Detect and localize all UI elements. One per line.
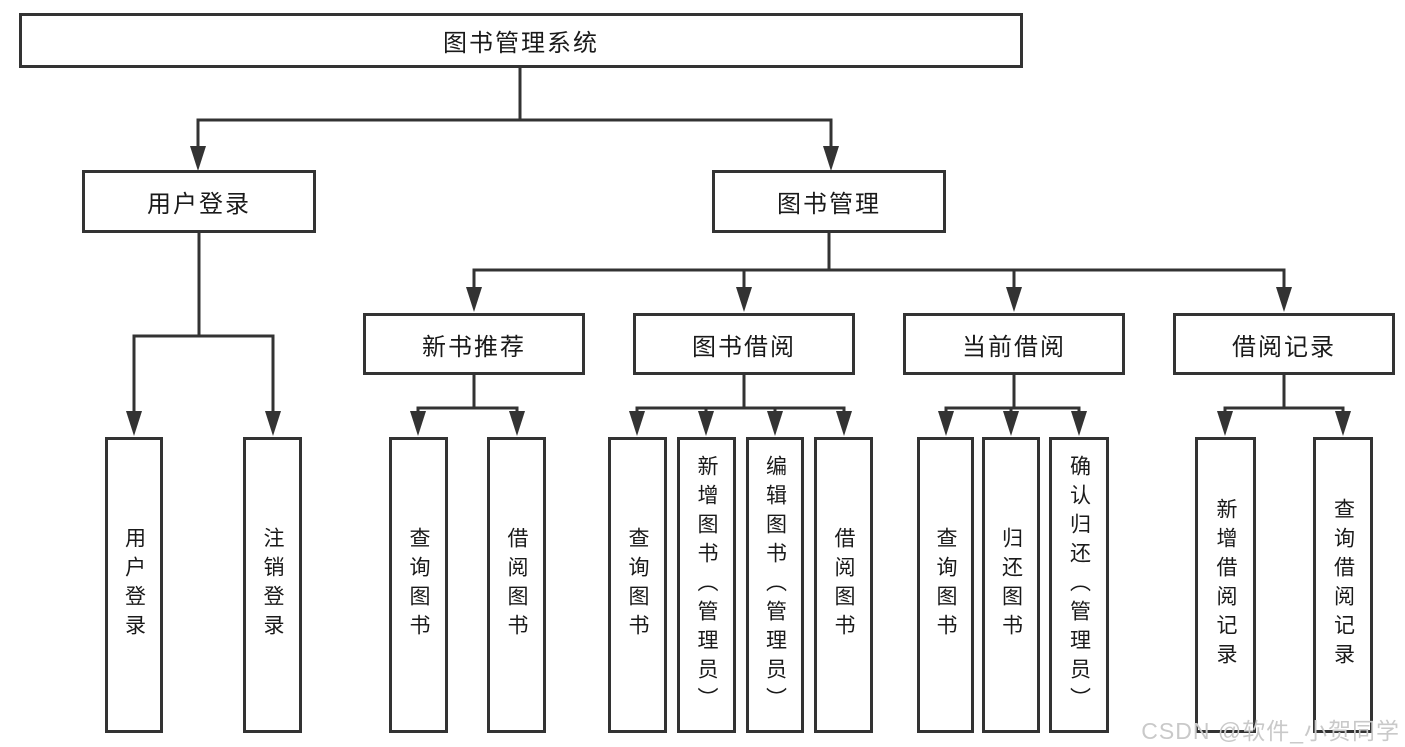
node-user-login: 用户登录 [82, 170, 316, 233]
node-leaf-borrow-books: 借阅图书 [814, 437, 873, 733]
node-current-borrowing: 当前借阅 [903, 313, 1125, 375]
csdn-watermark: CSDN @软件_小贺同学 [1141, 718, 1400, 744]
arrowheads [126, 146, 1351, 436]
node-leaf-return-books: 归还图书 [982, 437, 1040, 733]
node-borrowing-records: 借阅记录 [1173, 313, 1395, 375]
node-leaf-borrow-books-recommend: 借阅图书 [487, 437, 546, 733]
node-leaf-add-borrow-record: 新增借阅记录 [1195, 437, 1256, 733]
node-new-book-recommendation: 新书推荐 [363, 313, 585, 375]
node-leaf-user-login: 用户登录 [105, 437, 163, 733]
node-leaf-edit-books-admin: 编辑图书（管理员） [746, 437, 804, 733]
node-book-management: 图书管理 [712, 170, 946, 233]
node-leaf-logout: 注销登录 [243, 437, 302, 733]
node-leaf-query-books-recommend: 查询图书 [389, 437, 448, 733]
node-leaf-query-books-current: 查询图书 [917, 437, 974, 733]
node-leaf-add-books-admin: 新增图书（管理员） [677, 437, 736, 733]
node-leaf-query-books-borrowing: 查询图书 [608, 437, 667, 733]
node-leaf-query-borrow-record: 查询借阅记录 [1313, 437, 1373, 733]
node-leaf-confirm-return-admin: 确认归还（管理员） [1049, 437, 1109, 733]
node-book-borrowing: 图书借阅 [633, 313, 855, 375]
node-library-management-system: 图书管理系统 [19, 13, 1023, 68]
